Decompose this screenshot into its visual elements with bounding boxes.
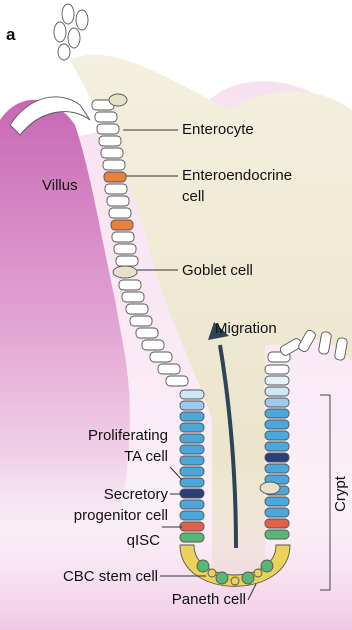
panel-letter: a: [6, 25, 16, 44]
enteroendocrine-label-line2: cell: [182, 188, 205, 205]
crypt-label: Crypt: [332, 475, 349, 512]
secretory-label-line2: progenitor cell: [74, 507, 168, 524]
cbc-label: CBC stem cell: [63, 568, 158, 585]
secretory-label-line1: Secretory: [104, 486, 169, 503]
enterocyte-label: Enterocyte: [182, 121, 254, 138]
qisc-label: qISC: [127, 532, 161, 549]
proliferating-label-line1: Proliferating: [88, 427, 168, 444]
proliferating-label-line2: TA cell: [124, 448, 168, 465]
villus-label: Villus: [42, 177, 78, 194]
migration-label: Migration: [215, 320, 277, 337]
goblet-label: Goblet cell: [182, 262, 253, 279]
enteroendocrine-label-line1: Enteroendocrine: [182, 167, 292, 184]
paneth-label: Paneth cell: [172, 591, 246, 608]
